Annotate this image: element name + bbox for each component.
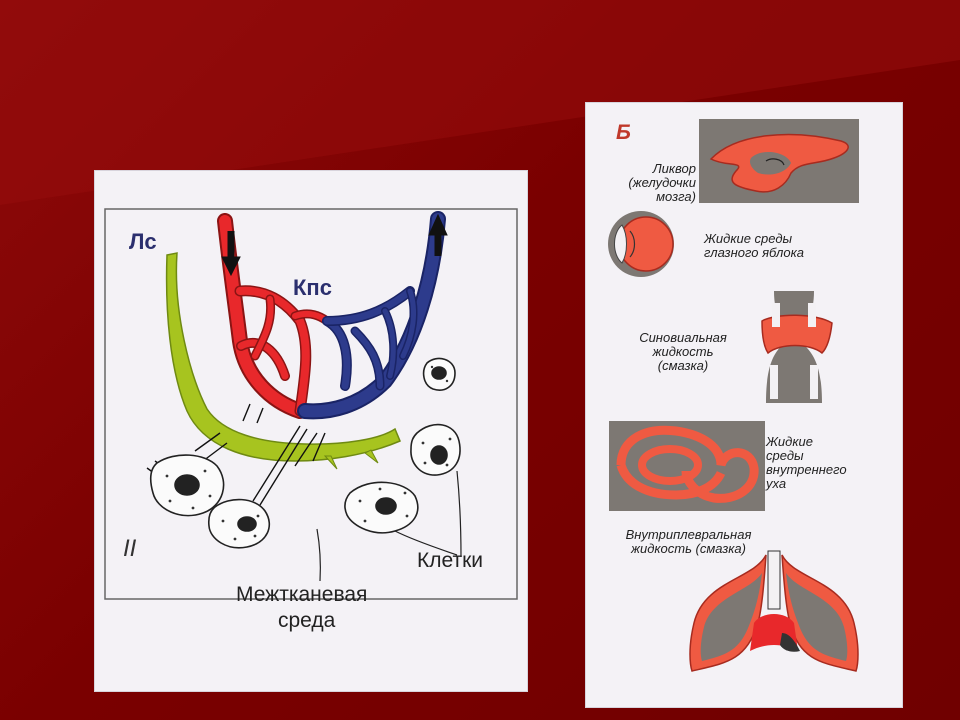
- pleural-label-line2: жидкость (смазка): [631, 541, 746, 556]
- pleural-label: Внутриплевральная жидкость (смазка): [606, 528, 771, 556]
- panel-letter: Б: [616, 121, 631, 144]
- pleural-label-line1: Внутриплевральная: [625, 527, 752, 542]
- interstitial-label-line1: Межтканевая: [236, 583, 368, 606]
- synovial-label-line2: жидкость: [652, 344, 714, 359]
- inner-ear-figure: [609, 421, 765, 511]
- cells-label: Клетки: [417, 549, 484, 572]
- inner-ear-label-line3: внутреннего: [766, 462, 847, 477]
- capillary-network-label: Кпс: [293, 275, 332, 300]
- cell-granules: [165, 365, 452, 541]
- csf-label: Ликвор (желудочки мозга): [598, 162, 696, 204]
- synovial-label-line1: Синовиальная: [639, 330, 727, 345]
- body-fluids-diagram: Б Ликвор (желудочки мозга) Жидкие среды …: [586, 103, 902, 707]
- eye-fluids-label-line1: Жидкие среды: [704, 231, 793, 246]
- eye-fluids-label: Жидкие среды глазного яблока: [704, 232, 804, 260]
- csf-label-line3: мозга): [656, 189, 696, 204]
- eyeball-figure: [608, 211, 674, 277]
- inner-ear-label-line1: Жидкие: [766, 434, 813, 449]
- synovial-joint-figure: [761, 291, 833, 403]
- eye-fluids-label-line2: глазного яблока: [704, 245, 804, 260]
- section-roman-numeral: II: [123, 535, 137, 562]
- pleural-cavity-figure: [689, 550, 859, 672]
- circulation-illustration: [104, 208, 518, 600]
- interstitial-fluid-diagram: Лс Кпс II Клетки Межтканевая среда: [95, 171, 527, 691]
- body-fluids-illustration: [608, 119, 859, 672]
- inner-ear-label-line2: среды: [766, 448, 804, 463]
- interstitial-label-line2: среда: [278, 609, 336, 632]
- flow-arrows: [221, 213, 448, 277]
- inner-ear-label: Жидкие среды внутреннего уха: [766, 435, 847, 491]
- csf-label-line1: Ликвор: [652, 161, 696, 176]
- leader-lines: [316, 470, 462, 582]
- arterial-capillaries: [217, 213, 332, 419]
- inner-frame: [104, 208, 518, 600]
- synovial-label-line3: (смазка): [657, 358, 709, 373]
- lymphatic-vessel: [165, 252, 401, 462]
- venous-capillaries: [297, 211, 446, 420]
- inner-ear-label-line4: уха: [766, 476, 787, 491]
- synovial-label: Синовиальная жидкость (смазка): [628, 331, 738, 373]
- csf-label-line2: (желудочки: [628, 175, 696, 190]
- lymph-vessel-label: Лс: [129, 229, 157, 254]
- brain-ventricles-figure: [699, 119, 859, 203]
